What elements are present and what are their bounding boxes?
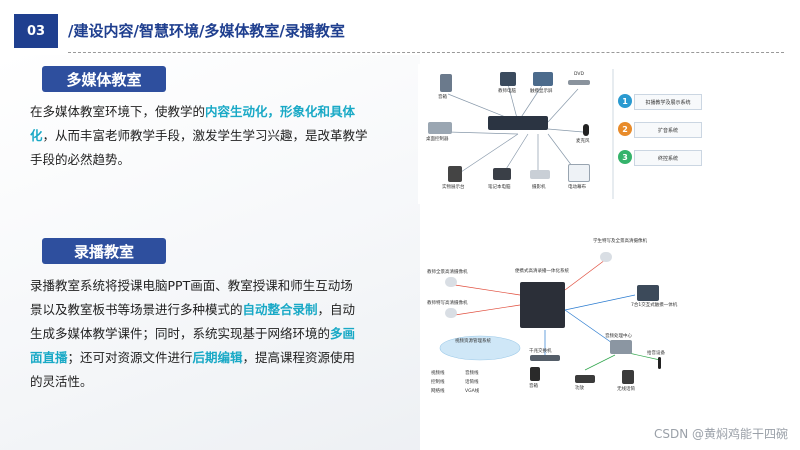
recording-heading: 录播教室	[42, 238, 166, 264]
recording-text-4: ，提高课程资源使用的灵活性。	[30, 350, 356, 389]
touchscreen-icon	[533, 72, 553, 86]
amplifier-icon	[575, 375, 595, 383]
label-speaker: 音箱	[529, 384, 538, 389]
device-label-4: 桌面控制器	[426, 137, 449, 142]
pickup-mic-icon	[658, 357, 661, 369]
laptop-icon	[493, 168, 511, 180]
document-camera-icon	[448, 166, 462, 182]
recording-highlight-3: 后期编辑	[192, 350, 243, 365]
system-3-label: 终控系统	[634, 150, 702, 166]
central-controller-icon	[488, 116, 548, 130]
legend-3: 话筒线	[465, 380, 479, 385]
multimedia-heading: 多媒体教室	[42, 66, 166, 92]
device-label-1: 教师电脑	[498, 89, 516, 94]
diagram2-connections	[439, 259, 661, 371]
device-label-9: 电动幕布	[568, 185, 586, 190]
dvd-icon	[568, 80, 590, 85]
legend-1: 音频线	[465, 371, 479, 376]
header-divider	[68, 52, 784, 53]
teacher-closeup-camera-icon	[445, 308, 457, 318]
label-audio-center: 音频处理中心	[605, 334, 632, 339]
system-1-label: 扣播教学及展示系统	[634, 94, 702, 110]
recording-highlight-1: 自动整合录制	[242, 302, 318, 317]
label-pickup: 拾音设备	[647, 351, 665, 356]
label-switch: 千兆交换机	[529, 349, 552, 354]
touch-all-in-one-icon	[637, 285, 659, 301]
desk-controller-icon	[428, 122, 452, 134]
microphone-icon	[583, 124, 589, 136]
device-label-7: 笔记本电脑	[488, 185, 511, 190]
device-label-0: 音箱	[438, 95, 447, 100]
projector-icon	[530, 170, 550, 179]
system-2-number: 2	[618, 122, 632, 136]
multimedia-highlight: 内容生动化，形象化和具体化	[30, 104, 356, 143]
recording-host-icon	[520, 282, 565, 328]
device-label-3: DVD	[574, 72, 584, 77]
legend-2: 控制线	[431, 380, 445, 385]
teacher-pc-icon	[500, 72, 516, 86]
label-resource-system: 视频资源管理系统	[455, 339, 491, 344]
diagram1-connections	[447, 69, 614, 199]
recording-paragraph: 录播教室系统将授课电脑PPT画面、教室授课和师生互动场景以及教室板书等场景进行多…	[30, 274, 365, 394]
wireless-mic-icon	[622, 370, 634, 384]
label-student-camera: 学生特写及全景高清摄像机	[593, 239, 647, 244]
legend-5: VGA线	[465, 389, 480, 394]
page-title: /建设内容/智慧环境/多媒体教室/录播教室	[68, 22, 345, 40]
label-teacher-closeup: 教师特写高清摄像机	[427, 301, 468, 306]
recording-text-2: ，自动生成多媒体教学课件；同时，系统实现基于网络环境的	[30, 302, 356, 341]
recording-text-1: 录播教室系统将授课电脑PPT画面、教室授课和师生互动场景以及教室板书等场景进行多…	[30, 278, 353, 317]
label-touch-all-in-one: 7合1交互式触摸一体机	[631, 303, 678, 308]
recording-system-diagram: 学生特写及全景高清摄像机 教师全景高清摄像机 教师特写高清摄像机 便携式高清录播…	[425, 230, 680, 400]
legend-0: 视频线	[431, 371, 445, 376]
label-amplifier: 功放	[575, 386, 584, 391]
system-1-number: 1	[618, 94, 632, 108]
label-recording-host: 便携式高清录播一体化系统	[515, 269, 569, 274]
student-camera-icon	[600, 252, 612, 262]
device-label-2: 触摸显示屏	[530, 89, 553, 94]
device-label-5: 麦克风	[576, 139, 590, 144]
recording-text-3: ；还可对资源文件进行	[67, 350, 193, 365]
multimedia-paragraph: 在多媒体教室环境下，使教学的内容生动化，形象化和具体化，从而丰富老师教学手段，激…	[30, 100, 375, 172]
legend-4: 网络线	[431, 389, 445, 394]
device-label-8: 摄影机	[532, 185, 546, 190]
watermark: CSDN @黄焖鸡能干四碗	[653, 427, 788, 441]
recording-highlight-2: 多画面直播	[30, 326, 356, 365]
teacher-panorama-camera-icon	[445, 277, 457, 287]
speaker-icon-2	[530, 367, 540, 381]
label-wireless-mic: 无线话筒	[617, 387, 635, 392]
multimedia-text-b: ，从而丰富老师教学手段，激发学生学习兴趣，是改革教学手段的必然趋势。	[30, 128, 368, 167]
speaker-icon	[440, 74, 452, 92]
switch-icon	[530, 355, 560, 361]
label-teacher-panorama: 教师全景高清摄像机	[427, 270, 468, 275]
multimedia-system-diagram: 音箱 教师电脑 触摸显示屏 DVD 桌面控制器 麦克风 实物展示台 笔记本电脑 …	[418, 64, 708, 204]
section-number: 03	[14, 14, 58, 48]
system-2-label: 扩音系统	[634, 122, 702, 138]
audio-center-icon	[610, 340, 632, 354]
system-3-number: 3	[618, 150, 632, 164]
multimedia-text-a: 在多媒体教室环境下，使教学的	[30, 104, 206, 119]
screen-icon	[568, 164, 590, 182]
device-label-6: 实物展示台	[442, 185, 465, 190]
